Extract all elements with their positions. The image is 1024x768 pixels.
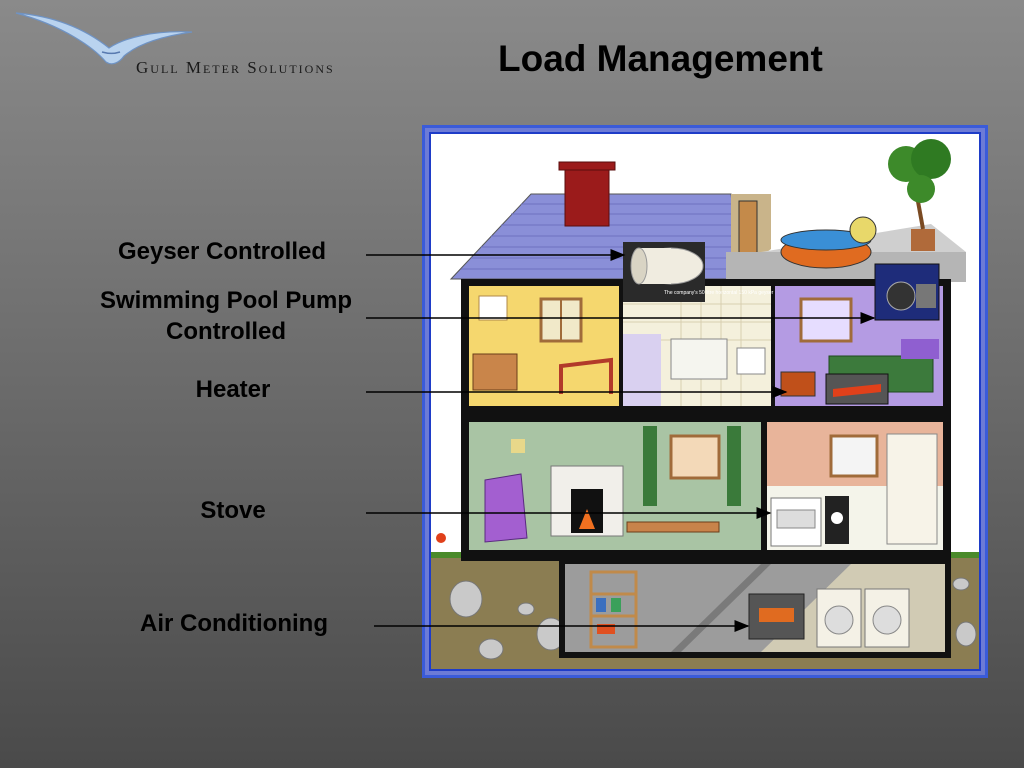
gull-bird-icon [15, 12, 193, 65]
company-logo: Gull Meter Solutions [14, 8, 374, 78]
label-stove-text: Stove [200, 497, 266, 524]
company-name: Gull Meter Solutions [136, 58, 335, 77]
house-illustration: The company's 50 litre horizontal 150 kP… [429, 132, 981, 671]
chimney [564, 163, 610, 227]
label-geyser: Geyser Controlled [100, 236, 344, 267]
label-pool-pump: Swimming Pool Pump Controlled [86, 285, 366, 347]
house-illustration-frame: The company's 50 litre horizontal 150 kP… [422, 125, 988, 678]
geyser-caption: The company's 50 litre horizontal 150 kP… [664, 290, 774, 296]
label-heater-text: Heater [195, 376, 271, 403]
house-svg: The company's 50 litre horizontal 150 kP… [431, 139, 979, 669]
label-heater: Heater [160, 374, 306, 405]
label-pool-pump-line1: Swimming Pool Pump [99, 287, 352, 314]
slide-title: Load Management [498, 38, 823, 79]
label-pool-pump-line2: Controlled [166, 318, 286, 345]
label-geyser-text: Geyser Controlled [117, 238, 327, 265]
heater [780, 371, 816, 397]
label-stove: Stove [170, 495, 296, 526]
label-air-conditioning: Air Conditioning [118, 608, 350, 639]
label-air-conditioning-text: Air Conditioning [140, 610, 328, 637]
